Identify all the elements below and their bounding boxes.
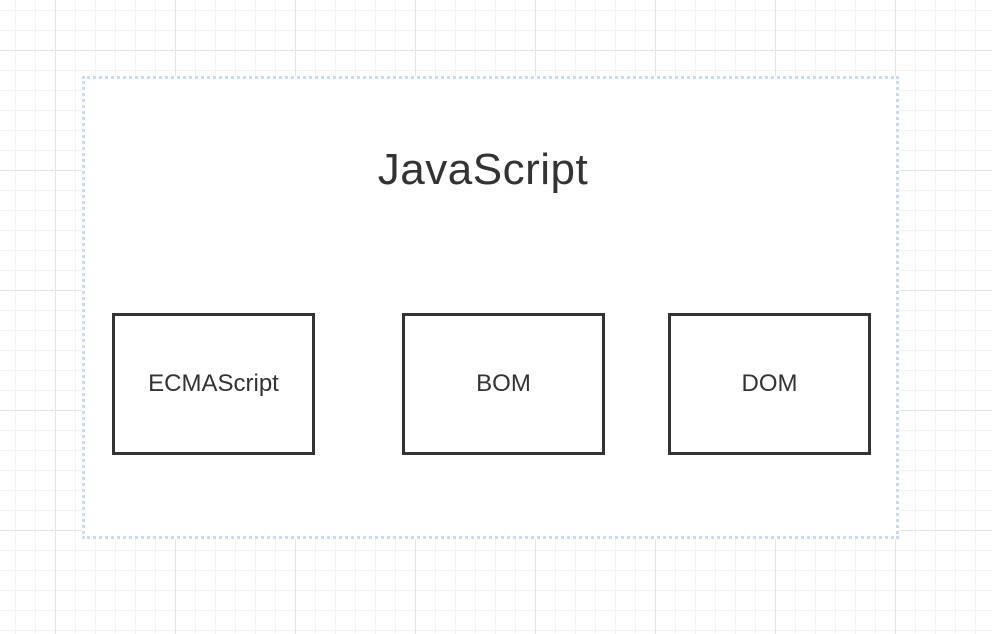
dom-node-label: DOM xyxy=(741,370,798,397)
bom-node[interactable]: BOM xyxy=(402,313,605,455)
dom-node[interactable]: DOM xyxy=(668,313,871,455)
javascript-group-frame[interactable] xyxy=(82,76,899,539)
ecmascript-node-label: ECMAScript xyxy=(148,370,279,397)
bom-node-label: BOM xyxy=(476,370,531,397)
javascript-group-title: JavaScript xyxy=(377,145,589,194)
ecmascript-node[interactable]: ECMAScript xyxy=(112,313,315,455)
